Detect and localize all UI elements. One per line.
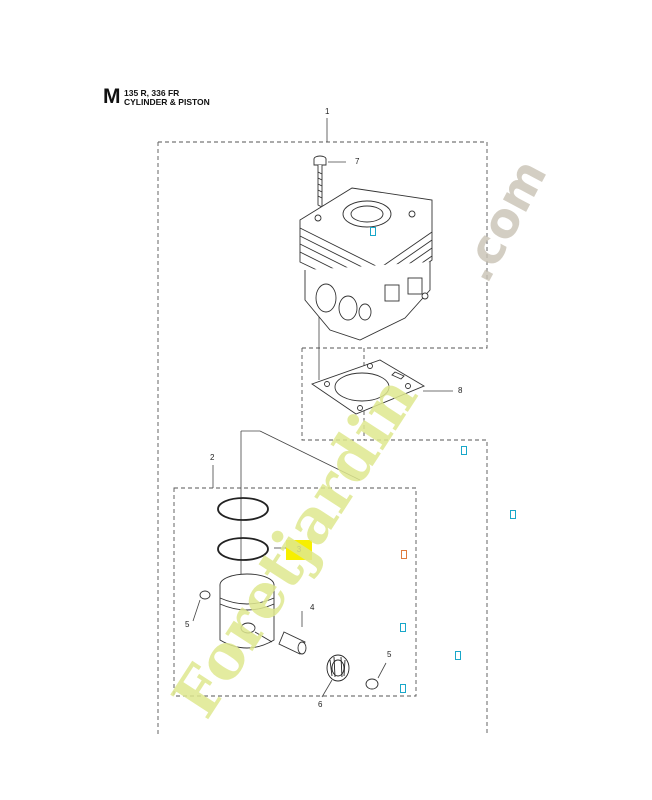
- needle-bearing: [326, 654, 350, 682]
- marker-icon: [400, 623, 406, 632]
- gasket-box: [301, 347, 364, 441]
- callout-6: 6: [318, 700, 323, 709]
- cylinder-bolt: [313, 155, 327, 208]
- callout-5-right: 5: [387, 650, 392, 659]
- cylinder-gasket: [311, 359, 426, 415]
- section-letter: M: [103, 85, 121, 108]
- marker-icon: [370, 227, 376, 236]
- section-title: CYLINDER & PISTON: [124, 97, 210, 107]
- marker-icon: [461, 446, 467, 455]
- callout-1: 1: [325, 107, 330, 116]
- marker-icon: [510, 510, 516, 519]
- assembly-1-frame: [157, 141, 488, 735]
- callout-4: 4: [310, 603, 315, 612]
- callout-2: 2: [210, 453, 215, 462]
- piston: [219, 573, 275, 649]
- model-list: 135 R, 336 FR: [124, 88, 180, 98]
- marker-icon: [455, 651, 461, 660]
- piston-rings: [217, 497, 269, 561]
- marker-icon: [400, 684, 406, 693]
- marker-icon: [401, 550, 407, 559]
- callout-7: 7: [355, 157, 360, 166]
- cylinder: [299, 187, 433, 341]
- circlips: [199, 590, 379, 690]
- callout-3-highlighted[interactable]: 3: [286, 540, 312, 560]
- callout-8: 8: [458, 386, 463, 395]
- piston-pin: [278, 631, 307, 655]
- callout-5-left: 5: [185, 620, 190, 629]
- piston-kit-box: [173, 487, 417, 697]
